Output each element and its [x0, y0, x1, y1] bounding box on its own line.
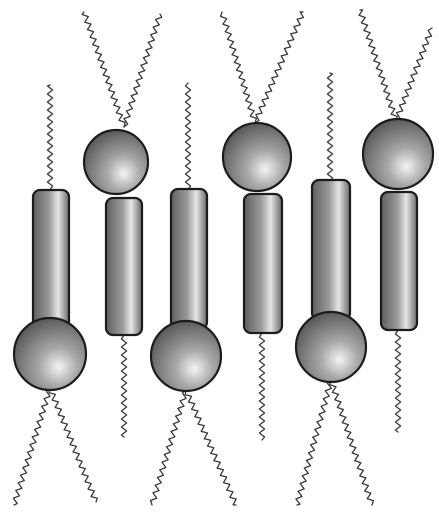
chain-down: [259, 333, 264, 440]
unit-top-3: [359, 10, 433, 432]
chain-up-right: [396, 28, 432, 121]
chain-up-right: [124, 14, 162, 127]
unit-bottom-1: [13, 85, 97, 505]
chain-up: [327, 73, 332, 182]
tail: [106, 198, 142, 335]
chain-down: [121, 335, 126, 437]
unit-top-1: [82, 12, 162, 437]
head: [363, 119, 433, 189]
head: [296, 312, 366, 382]
chain-down-left: [296, 380, 332, 505]
chain-up-left: [359, 10, 397, 121]
tail: [171, 189, 207, 329]
chain-down: [395, 330, 400, 432]
chain-down-left: [151, 390, 187, 505]
unit-top-2: [221, 12, 304, 440]
head: [223, 123, 291, 191]
chain-down-right: [49, 388, 97, 502]
tail: [244, 194, 282, 333]
chain-down-left: [13, 388, 50, 505]
chain-up: [185, 83, 190, 190]
tail: [33, 190, 69, 328]
unit-bottom-2: [151, 83, 237, 505]
chain-down-right: [330, 380, 374, 505]
chain-down-right: [185, 390, 236, 505]
tail: [312, 180, 350, 320]
head: [84, 130, 148, 194]
chain-up: [47, 85, 52, 190]
chain-up-right: [255, 12, 303, 123]
unit-bottom-3: [296, 73, 374, 505]
head: [151, 321, 221, 391]
tail: [381, 192, 417, 330]
chain-up-left: [82, 12, 125, 127]
chain-up-left: [221, 12, 257, 123]
head: [14, 318, 86, 390]
